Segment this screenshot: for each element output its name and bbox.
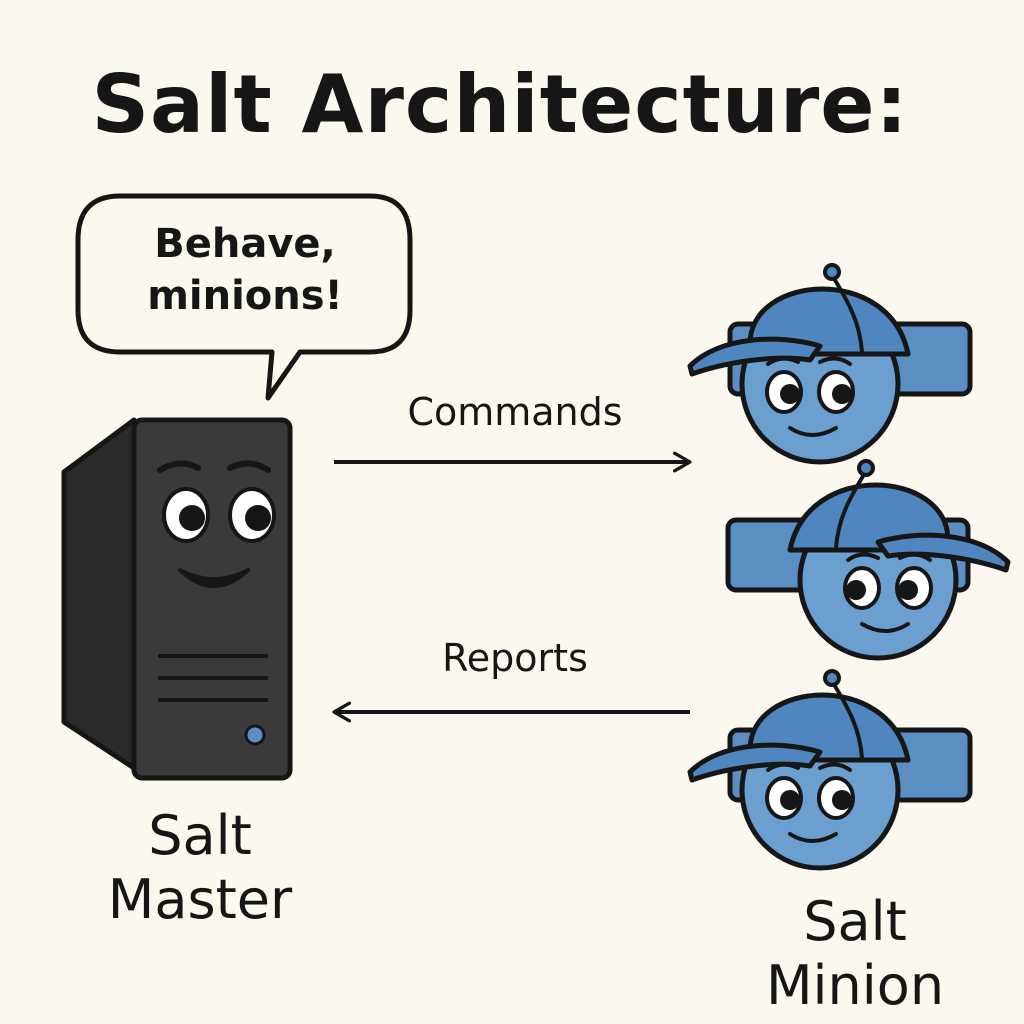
- minion-icon-2: [728, 461, 1008, 658]
- minion-icon-1: [690, 265, 970, 462]
- reports-label: Reports: [442, 636, 588, 680]
- speech-bubble: [75, 193, 413, 401]
- salt-minion-label: Salt Minion: [765, 890, 945, 1017]
- server-tower-icon: [61, 417, 293, 781]
- commands-label: Commands: [407, 390, 623, 434]
- salt-master-label: Salt Master: [107, 804, 293, 931]
- diagram-title: Salt Architecture:: [91, 58, 909, 151]
- speech-bubble-text: Behave, minions!: [147, 221, 343, 319]
- minion-icon-3: [690, 671, 970, 868]
